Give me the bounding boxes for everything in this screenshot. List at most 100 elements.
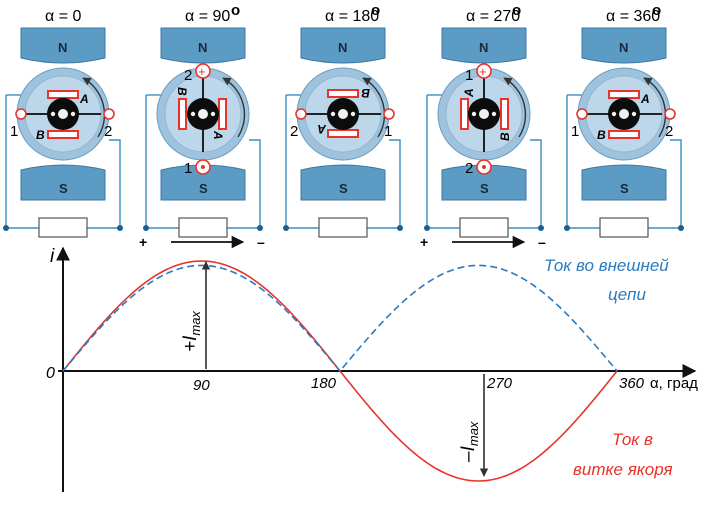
conductor-a: [327, 129, 359, 138]
angle-label: α = 360: [606, 8, 660, 25]
terminal-right-label: 1: [384, 123, 392, 140]
circuit-node: [678, 225, 684, 231]
terminal-dot-core: [482, 165, 486, 169]
load-resistor: [178, 217, 228, 238]
conductor-a: [608, 90, 640, 99]
south-label: S: [620, 181, 629, 196]
south-label: S: [199, 181, 208, 196]
rotation-arrow: [222, 77, 246, 138]
conductor-b-label: B: [597, 128, 606, 142]
legend-external-line1: Ток во внешней: [544, 256, 669, 275]
circuit-node: [538, 225, 544, 231]
conductor-b: [500, 98, 509, 130]
terminal-ring: [295, 108, 307, 120]
load-resistor: [599, 217, 649, 238]
tick-180: 180: [311, 375, 337, 392]
plus-sign: +: [139, 234, 147, 250]
circuit-node: [143, 225, 149, 231]
degree-mark: о: [512, 2, 521, 19]
terminal-plus-sign: +: [479, 64, 487, 79]
rotation-arrow: [362, 77, 386, 138]
tick-270: 270: [486, 375, 513, 392]
commutator-dot: [50, 111, 56, 117]
terminal-left-label: 1: [571, 123, 579, 140]
north-label: N: [58, 40, 67, 55]
commutator-dot: [611, 111, 617, 117]
shaft: [58, 109, 68, 119]
tick-360: 360: [619, 375, 645, 392]
conductor-b-label: B: [36, 128, 45, 142]
degree-mark: о: [231, 2, 240, 19]
minus-sign: –: [257, 234, 265, 250]
armature-coil: AB: [586, 90, 662, 142]
terminal-top-label: 1: [465, 67, 473, 84]
circuit-node: [117, 225, 123, 231]
commutator-dot: [631, 111, 637, 117]
terminal-plus: [476, 63, 492, 79]
origin-label: 0: [46, 365, 55, 382]
conductor-a: [218, 98, 227, 130]
terminal-right-label: 2: [104, 123, 112, 140]
degree-mark: о: [371, 2, 380, 19]
terminal-right-label: 2: [665, 123, 673, 140]
terminal-ring: [576, 108, 588, 120]
shaft: [479, 109, 489, 119]
conductor-b-label: B: [361, 86, 370, 100]
conductor-b: [47, 130, 79, 139]
south-label: S: [480, 181, 489, 196]
external-current-curve: [62, 264, 618, 373]
terminal-bottom-label: 1: [184, 160, 192, 177]
terminal-plus-sign: +: [198, 64, 206, 79]
terminal-plus: [195, 63, 211, 79]
conductor-a-label: A: [317, 122, 327, 136]
commutator-dot: [330, 111, 336, 117]
conductor-a-label: A: [211, 130, 225, 140]
angle-label: α = 270: [466, 8, 520, 25]
load-resistor: [38, 217, 88, 238]
imax-plus-label: +Imax: [180, 311, 203, 352]
shaft: [619, 109, 629, 119]
tick-90: 90: [193, 377, 210, 394]
conductor-a-label: A: [462, 88, 476, 98]
circuit-node: [424, 225, 430, 231]
x-axis-unit: α, град: [650, 375, 698, 392]
angle-label: α = 0: [45, 8, 81, 25]
minus-sign: –: [538, 234, 546, 250]
y-axis-label: i: [50, 246, 55, 267]
commutator-dot: [190, 111, 196, 117]
shaft: [198, 109, 208, 119]
legend-external-line2: цепи: [608, 285, 647, 304]
south-label: S: [339, 181, 348, 196]
conductor-b: [327, 89, 359, 98]
load-resistor: [318, 217, 368, 238]
terminal-ring: [15, 108, 27, 120]
terminal-dot-core: [201, 165, 205, 169]
terminal-top-label: 2: [184, 67, 192, 84]
load-resistor: [459, 217, 509, 238]
plus-sign: +: [420, 234, 428, 250]
imax-minus-label: –Imax: [458, 421, 481, 463]
circuit-node: [257, 225, 263, 231]
terminal-ring: [664, 108, 676, 120]
north-label: N: [198, 40, 207, 55]
terminal-left-label: 1: [10, 123, 18, 140]
rotation-arrow: [643, 77, 667, 138]
conductor-a-label: A: [79, 92, 89, 106]
legend-armature-line1: Ток в: [612, 430, 653, 449]
degree-mark: о: [652, 2, 661, 19]
south-pole: [20, 164, 106, 201]
conductor-b: [178, 98, 187, 130]
conductor-a-label: A: [640, 92, 650, 106]
north-pole: [20, 27, 106, 64]
commutator-dot: [210, 111, 216, 117]
north-pole: [581, 27, 667, 64]
current-graph: i 0 90 180 270 360 α, град +Imax –Imax Т…: [46, 246, 698, 492]
conductor-b: [608, 130, 640, 139]
terminal-bottom-label: 2: [465, 160, 473, 177]
circuit-node: [3, 225, 9, 231]
north-pole: [300, 27, 386, 64]
